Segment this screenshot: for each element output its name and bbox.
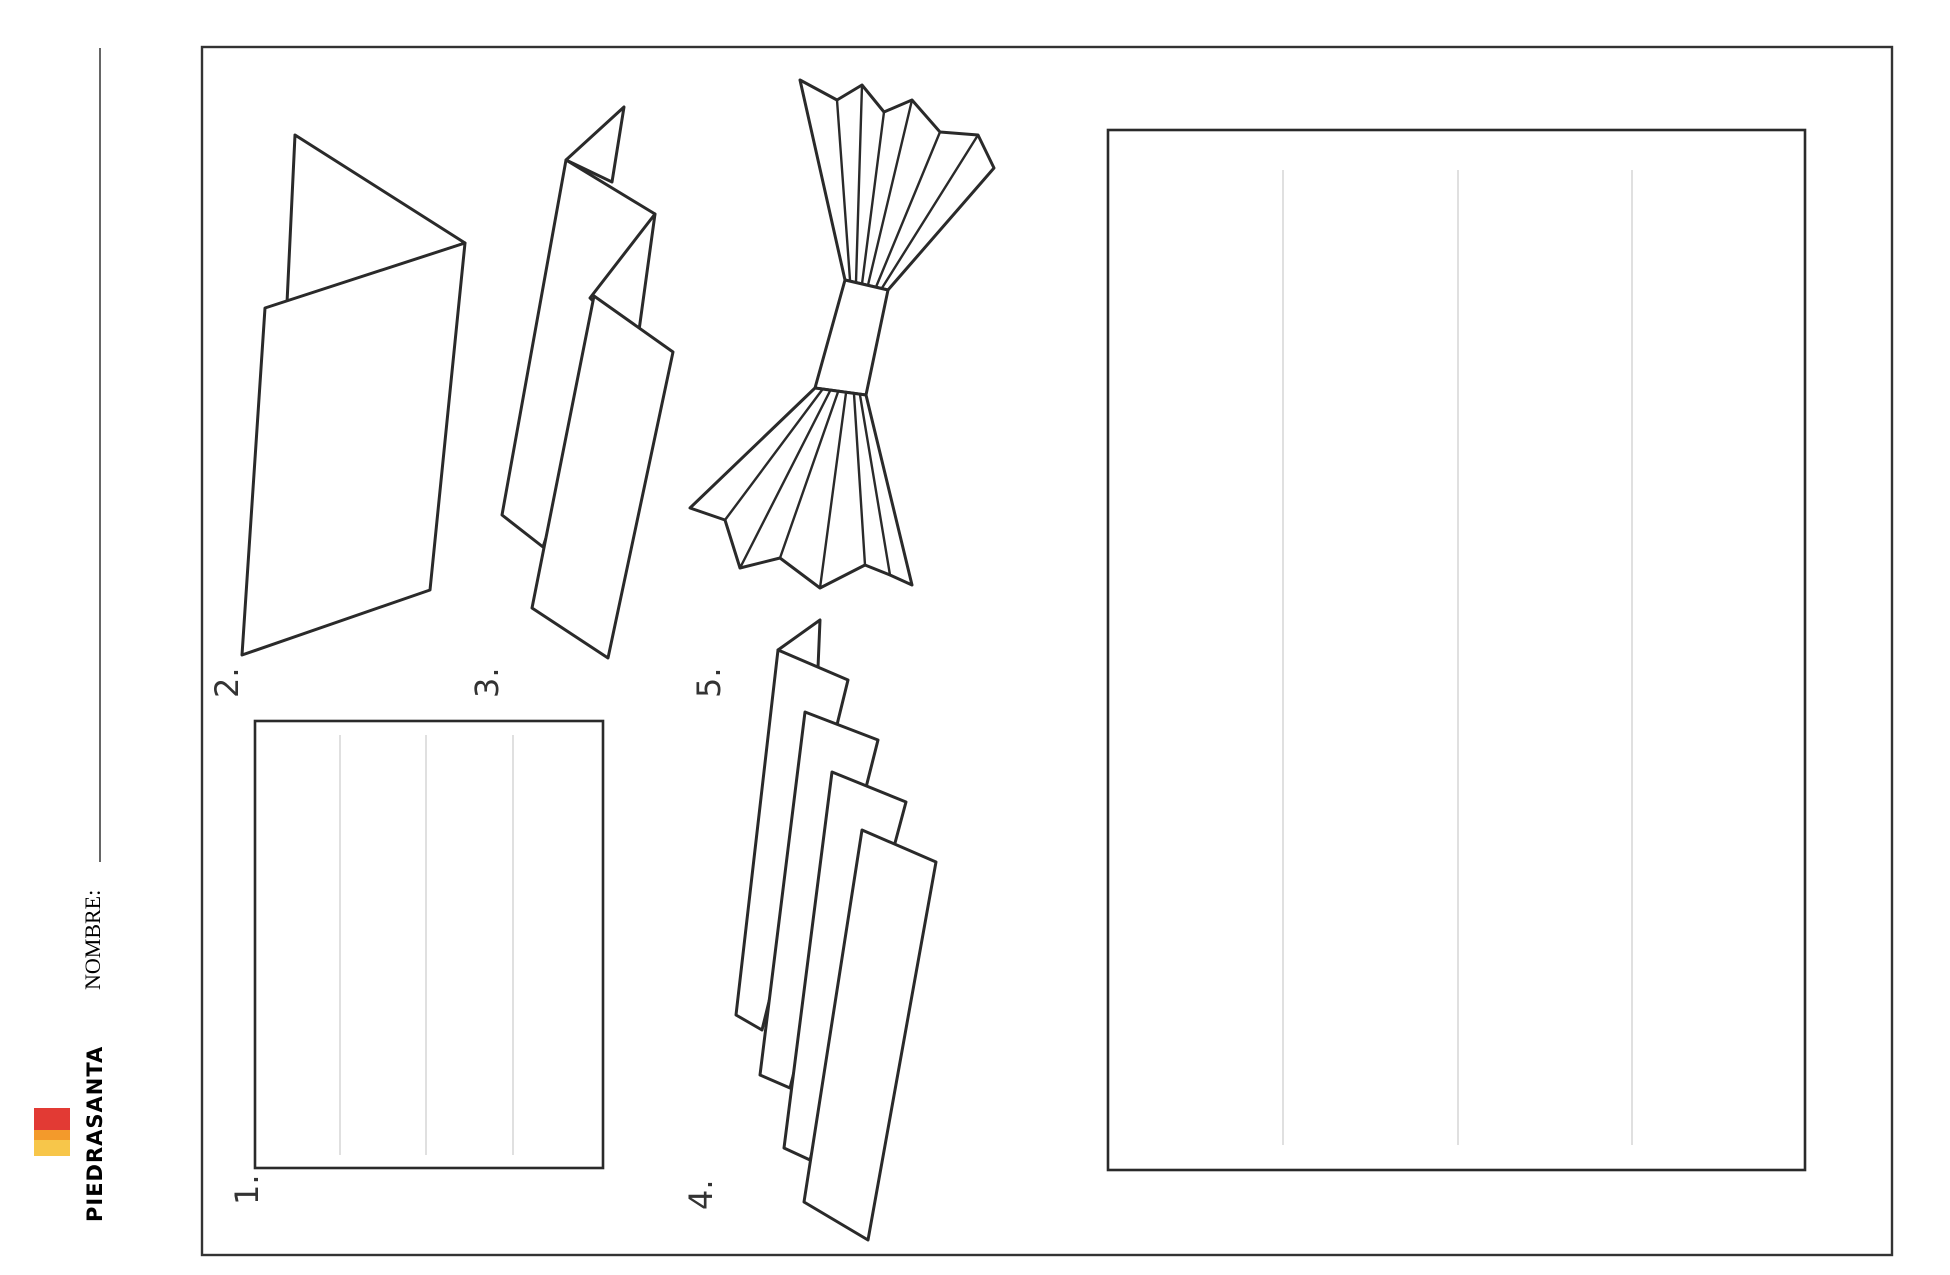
logo-block-orange	[34, 1130, 70, 1142]
step-3-number: 3.	[468, 667, 506, 698]
brand-logo	[34, 1108, 70, 1156]
name-label: NOMBRE:	[80, 890, 105, 990]
step-5-upper-fan	[798, 78, 996, 292]
logo-block-red	[34, 1108, 70, 1132]
drawing-area-guides	[1282, 170, 1633, 1145]
step-5-upper-fan-creases	[835, 83, 980, 290]
step-1-paper	[253, 719, 605, 1170]
step-5-lower-fan-creases	[723, 388, 892, 590]
step-2-illustration	[240, 133, 467, 657]
drawing-area-border	[1106, 128, 1807, 1172]
drawing-area	[1106, 128, 1807, 1172]
step-3-illustration	[500, 105, 675, 660]
brand-name: PIEDRASANTA	[83, 1046, 107, 1222]
step-4-illustration	[734, 618, 938, 1242]
main-frame	[200, 45, 1894, 1257]
step-5-illustration	[688, 78, 996, 590]
step-3-back-tip	[564, 105, 626, 184]
step-3-front-panel	[530, 294, 675, 660]
logo-block-yellow	[34, 1140, 70, 1156]
step-5-number: 5.	[690, 667, 728, 698]
step-2-front-panel	[240, 241, 467, 657]
step-5-center-band	[813, 278, 890, 397]
step-4-number: 4.	[682, 1179, 720, 1210]
step-1-illustration	[253, 719, 605, 1170]
step-1-number: 1.	[228, 1174, 266, 1205]
step-2-number: 2.	[208, 667, 246, 698]
step-4-panel-4	[802, 828, 938, 1242]
